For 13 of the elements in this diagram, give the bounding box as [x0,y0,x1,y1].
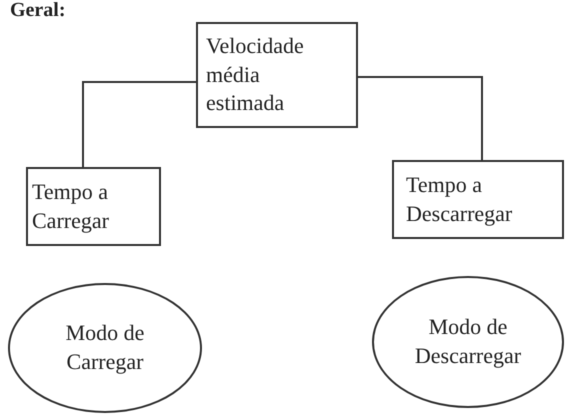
ellipse-node [372,276,564,408]
text-box [196,22,358,128]
text-box [26,167,161,246]
heading: Geral: [10,0,66,20]
node-label: Velocidade média estimada [206,32,305,118]
ellipse-node [8,283,202,413]
connector-line [82,81,196,167]
node-label: Tempo a Carregar [32,178,110,235]
connector-line [358,76,483,160]
node-label: Modo de Descarregar [414,313,522,370]
node-label: Modo de Carregar [64,319,146,376]
text-box [392,160,564,239]
node-label: Tempo a Descarregar [406,170,514,228]
